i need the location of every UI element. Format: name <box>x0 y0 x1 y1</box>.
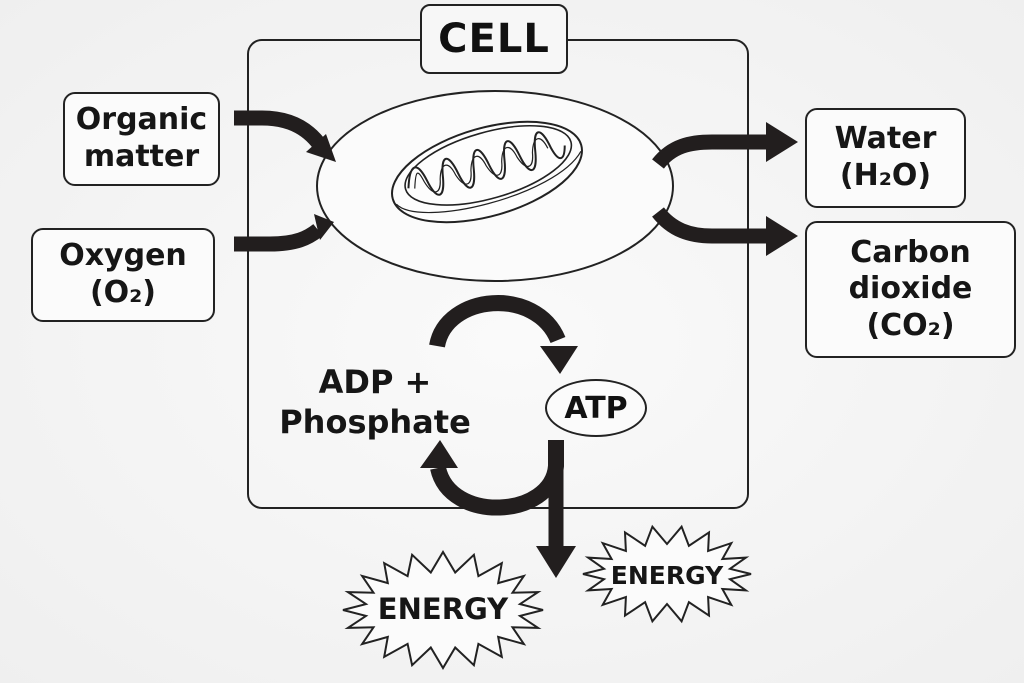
cell-title-box: CELL <box>420 4 568 74</box>
oxygen-label-line2: (O₂) <box>89 275 157 310</box>
energy-label-right: ENERGY <box>610 561 724 590</box>
adp-phosphate-label: ADP + Phosphate <box>268 362 482 442</box>
arrow-energy-release <box>536 460 576 578</box>
carbon-dioxide-label-line2: dioxide <box>848 271 973 307</box>
energy-burst-left <box>342 550 544 670</box>
water-label-line2: (H₂O) <box>839 158 932 193</box>
water-box: Water (H₂O) <box>805 108 966 208</box>
arrow-mito-to-co2 <box>652 207 798 256</box>
arrow-atp-to-adp <box>420 440 564 516</box>
mitochondrion-icon <box>391 120 583 224</box>
cell-title: CELL <box>438 16 550 62</box>
atp-label: ATP <box>564 390 628 426</box>
atp-oval: ATP <box>545 379 647 437</box>
organic-matter-box: Organic matter <box>63 92 220 186</box>
water-label-line1: Water <box>834 121 937 157</box>
organic-matter-label-line2: matter <box>83 139 200 174</box>
organic-matter-label-line1: Organic <box>75 102 208 138</box>
carbon-dioxide-label-line1: Carbon <box>850 234 971 270</box>
arrow-oxygen-to-mito <box>234 214 334 252</box>
carbon-dioxide-box: Carbon dioxide (CO₂) <box>805 221 1016 358</box>
oxygen-label-line1: Oxygen <box>59 238 187 274</box>
arrow-adp-to-atp <box>429 295 578 374</box>
energy-burst-right <box>582 524 752 624</box>
arrow-mito-to-water <box>652 122 798 169</box>
adp-label-line2: Phosphate <box>279 403 471 441</box>
arrow-organic-to-mito <box>234 110 336 162</box>
carbon-dioxide-label-line3: (CO₂) <box>866 307 955 343</box>
oxygen-box: Oxygen (O₂) <box>31 228 215 322</box>
adp-label-line1: ADP + <box>318 363 432 401</box>
energy-label-left: ENERGY <box>377 592 509 626</box>
